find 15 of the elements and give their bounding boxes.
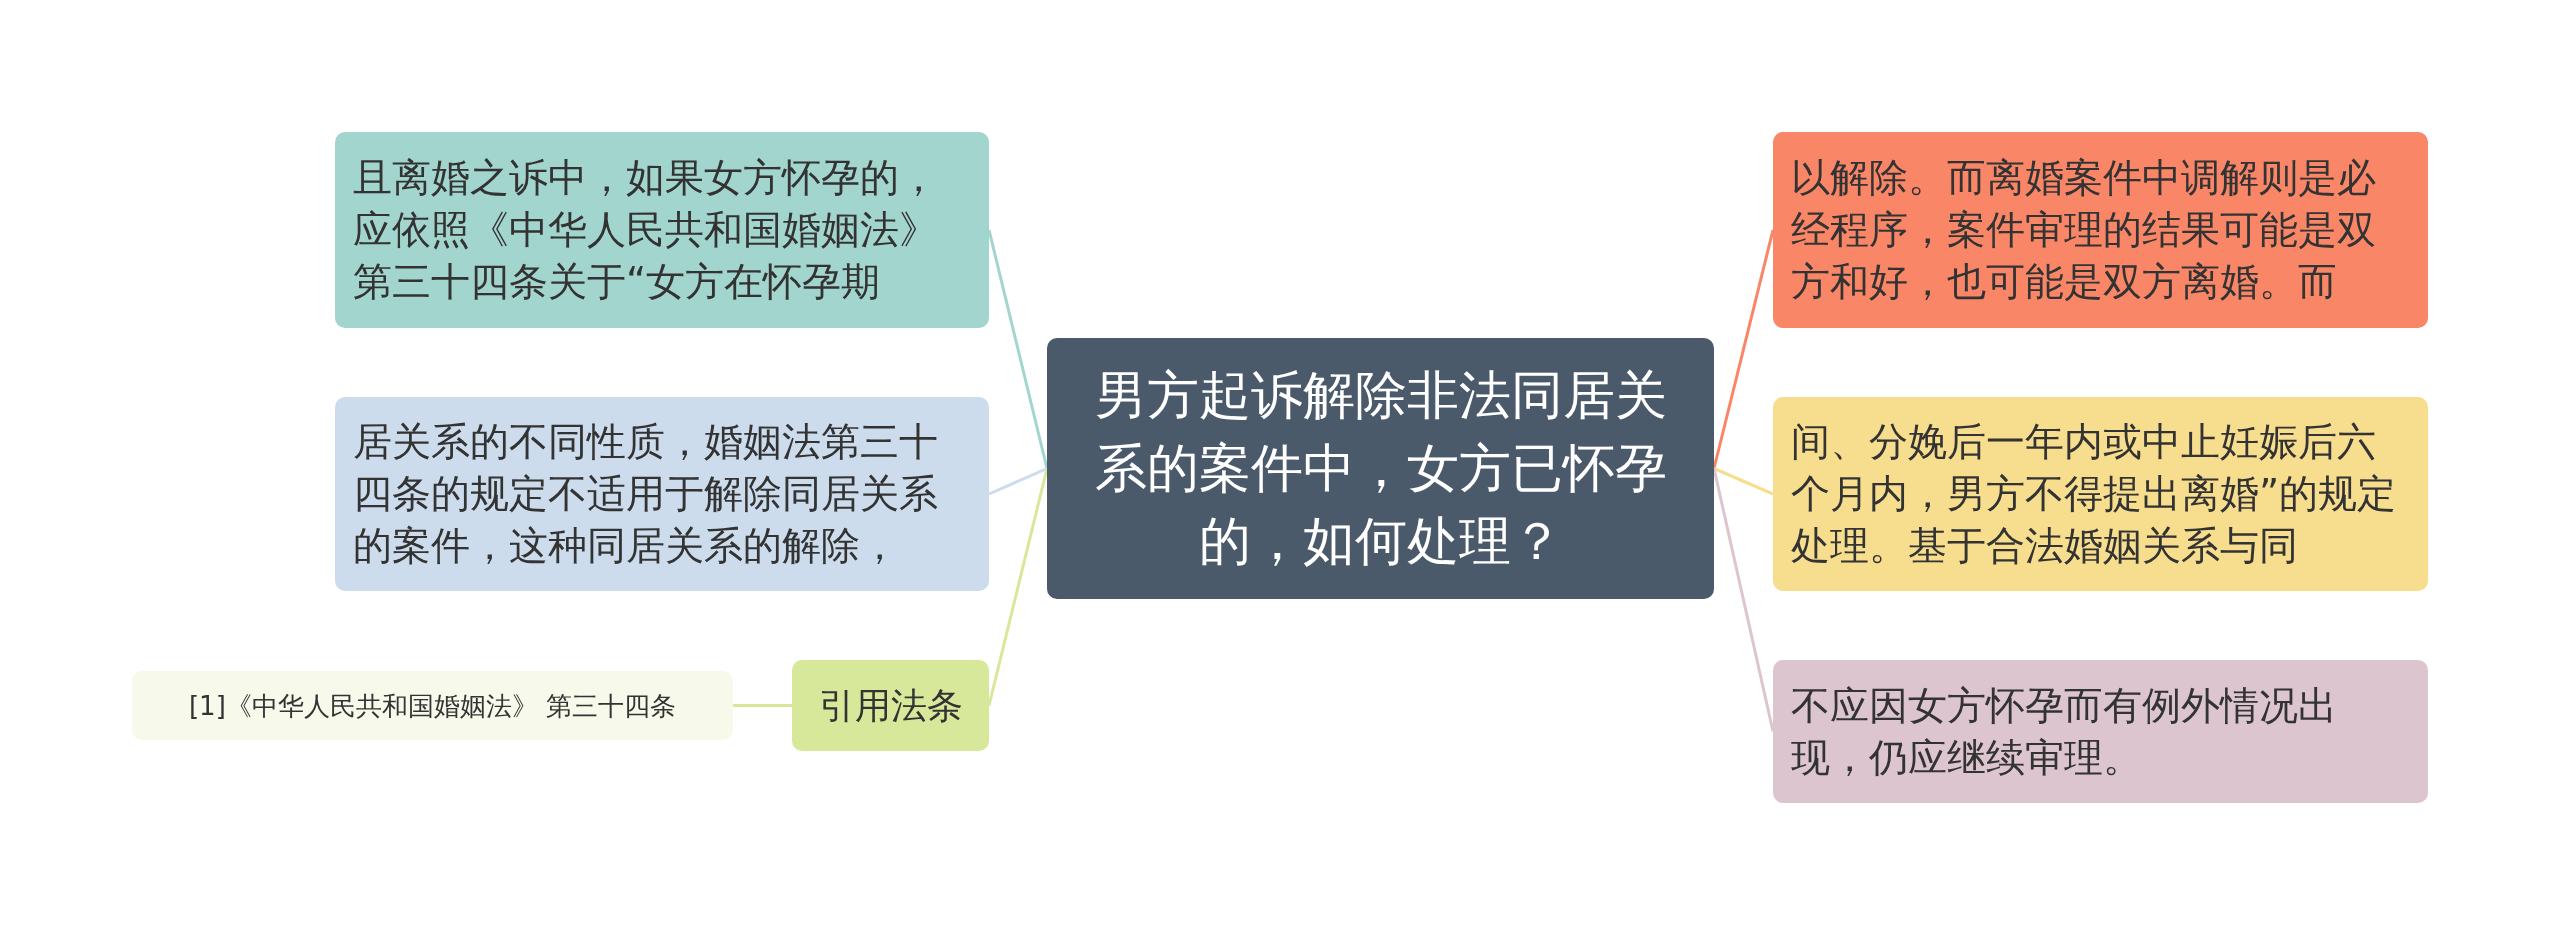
reference-box: [1]《中华人民共和国婚姻法》 第三十四条 xyxy=(132,671,733,740)
connector-line xyxy=(733,704,792,707)
text-box: 以解除。而离婚案件中调解则是必经程序，案件审理的结果可能是双方和好，也可能是双方离婚。而 xyxy=(1773,132,2428,328)
text-box: 且离婚之诉中，如果女方怀孕的，应依照《中华人民共和国婚姻法》第三十四条关于“女方在怀孕期 xyxy=(335,132,989,328)
connector-line xyxy=(1712,229,1775,469)
topic-box: 男方起诉解除非法同居关系的案件中，女方已怀孕的，如何处理？ xyxy=(1047,338,1714,599)
text-box: 间、分娩后一年内或中止妊娠后六个月内，男方不得提出离婚”的规定处理。基于合法婚姻关系与同 xyxy=(1773,397,2428,591)
connector-line xyxy=(1713,467,1774,496)
label-box: 引用法条 xyxy=(792,660,989,751)
connector-line xyxy=(1712,468,1775,732)
connector-line xyxy=(987,468,1049,706)
text-box: 不应因女方怀孕而有例外情况出现，仍应继续审理。 xyxy=(1773,660,2428,803)
connector-line xyxy=(988,467,1048,496)
connector-line xyxy=(987,229,1049,469)
text-box: 居关系的不同性质，婚姻法第三十四条的规定不适用于解除同居关系的案件，这种同居关系的解除， xyxy=(335,397,989,591)
